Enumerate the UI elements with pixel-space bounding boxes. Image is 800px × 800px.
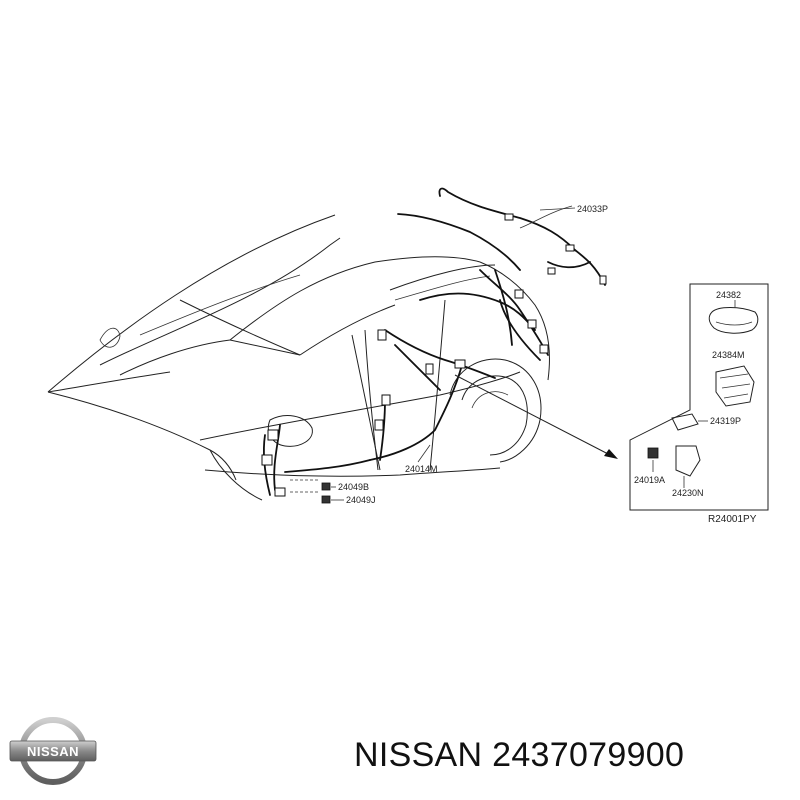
label-24033P: 24033P <box>577 204 608 214</box>
detail-arrow <box>454 374 618 459</box>
brand-footer: NISSAN NISSAN 2437079900 <box>0 708 800 788</box>
car-body-outline <box>47 214 550 501</box>
label-24384M: 24384M <box>712 350 745 360</box>
label-24230N: 24230N <box>672 488 704 498</box>
roof-harness <box>397 187 607 286</box>
nissan-logo: NISSAN <box>9 717 97 785</box>
body-harness <box>261 269 549 504</box>
label-24319P: 24319P <box>710 416 741 426</box>
label-24014M: 24014M <box>405 464 438 474</box>
part-title: NISSAN 2437079900 <box>354 736 685 774</box>
label-24049B: 24049B <box>338 482 369 492</box>
label-24382: 24382 <box>716 290 741 300</box>
label-24019A: 24019A <box>634 475 665 485</box>
label-24049J: 24049J <box>346 495 376 505</box>
callouts: 24033P 24382 24384M 24319P 24019A 24230N… <box>331 204 757 525</box>
reference-code: R24001PY <box>708 514 757 525</box>
logo-wordmark: NISSAN <box>27 744 79 759</box>
detail-box <box>629 283 769 511</box>
